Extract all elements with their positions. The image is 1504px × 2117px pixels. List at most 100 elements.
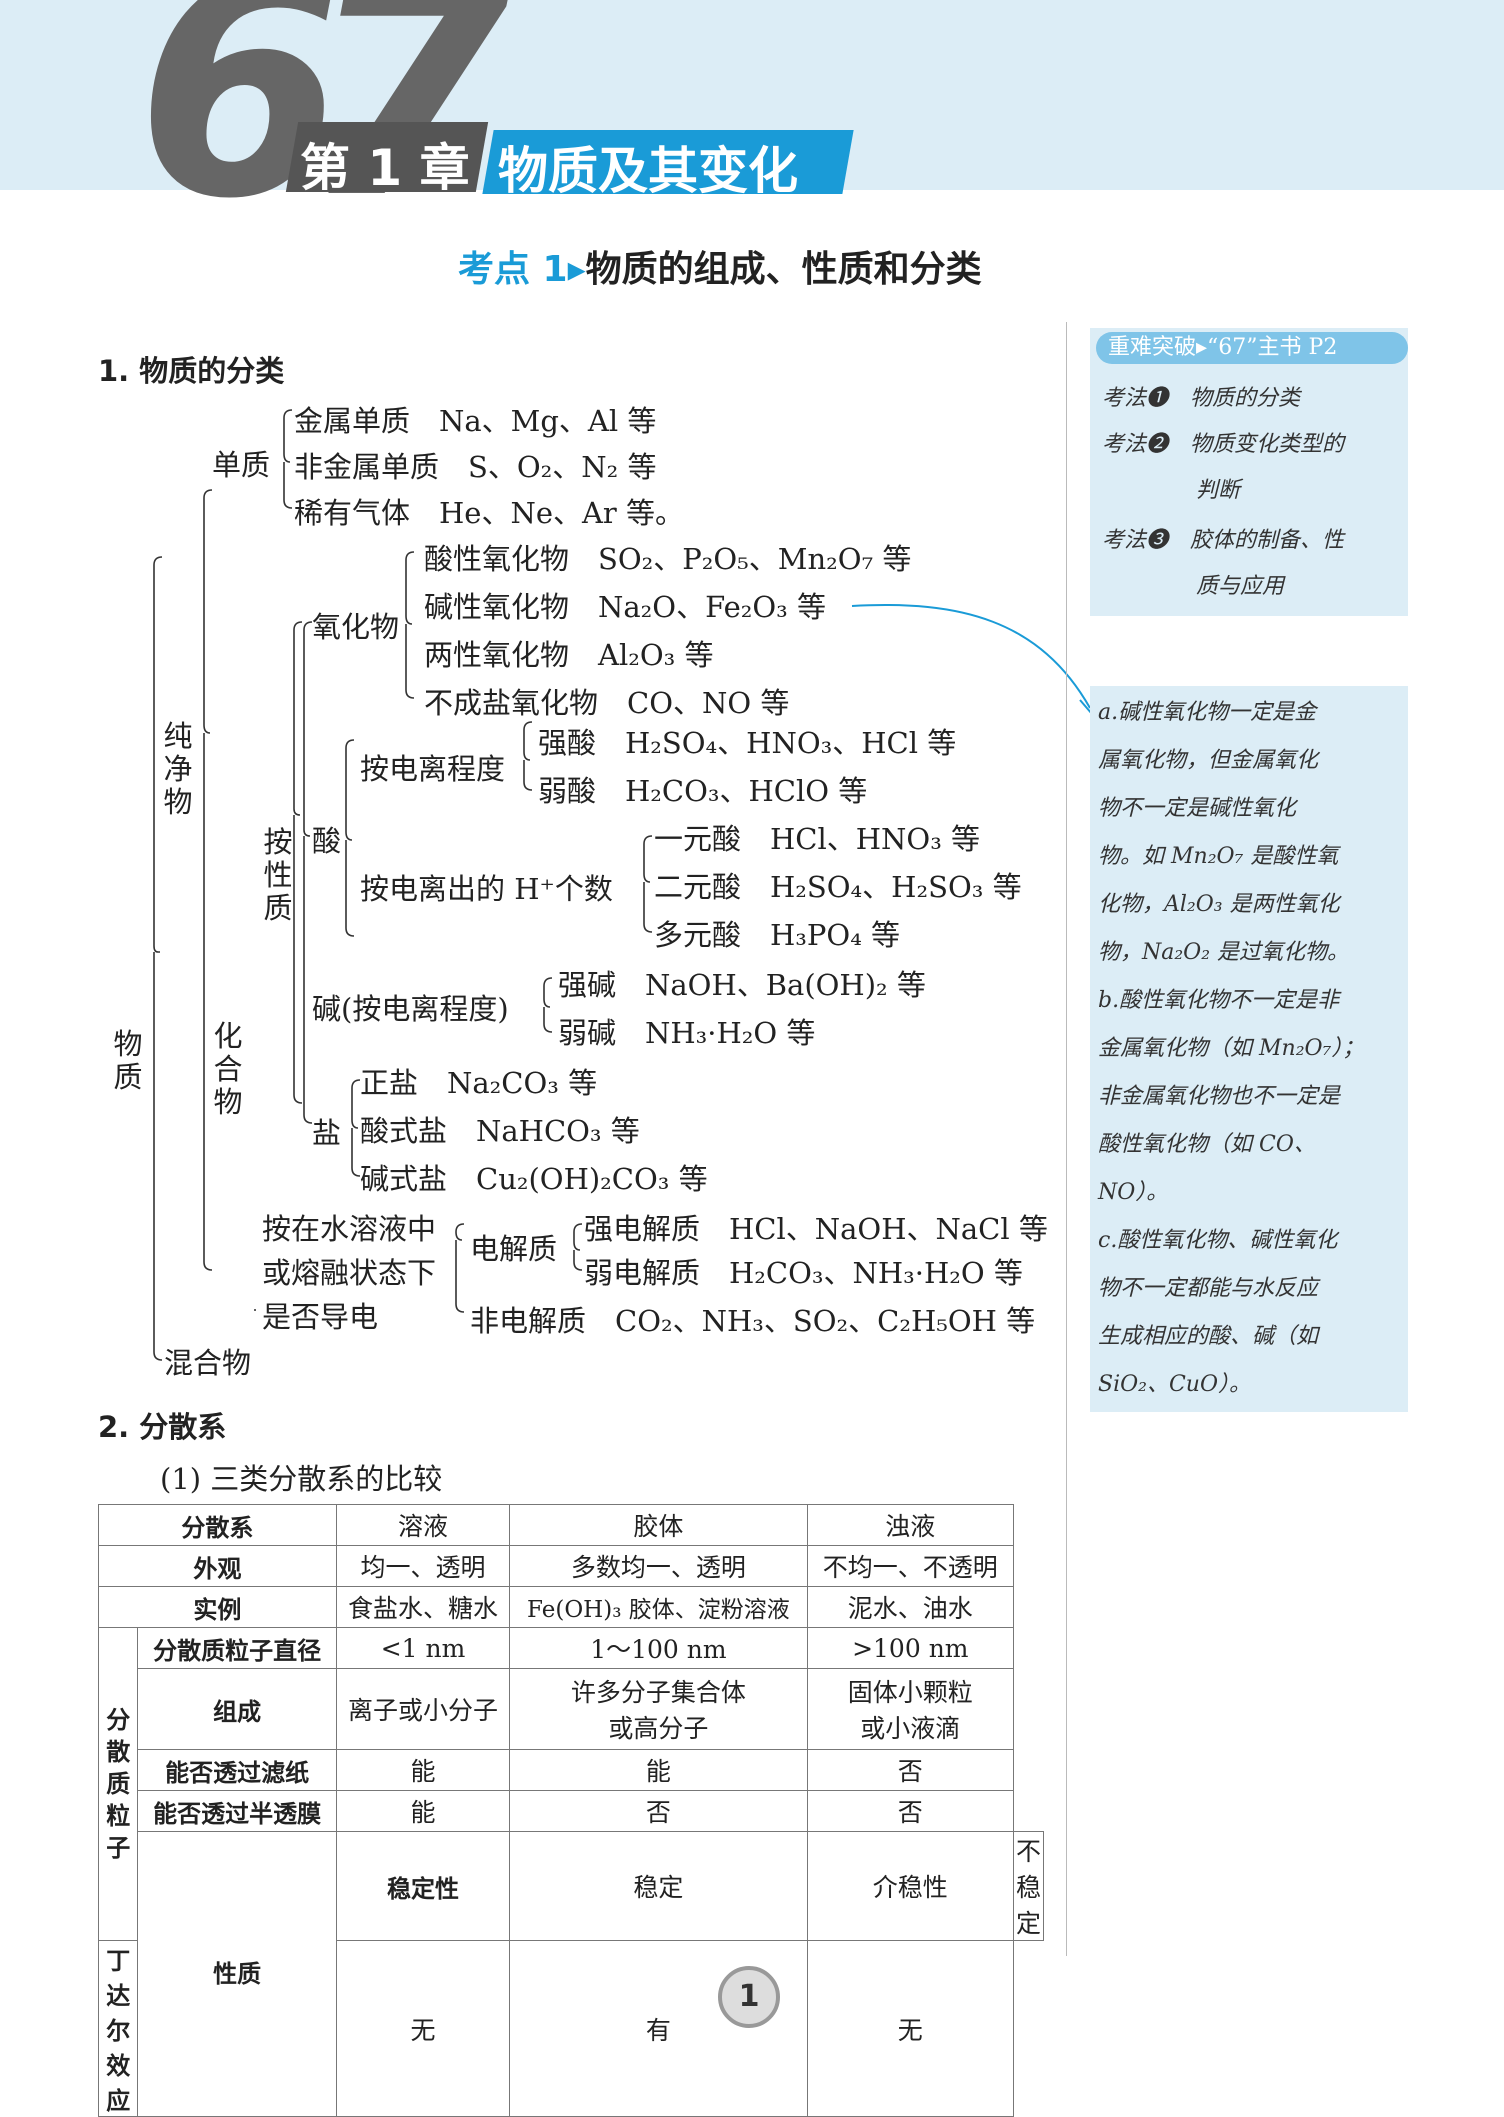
note-line: a.碱性氧化物一定是金 xyxy=(1098,700,1317,725)
table-header-cell: 胶体 xyxy=(509,1504,808,1546)
table-cell: 能 xyxy=(335,1790,511,1832)
table-row: 分散质粒子 分散质粒子直径 <1 nm 1～100 nm >100 nm xyxy=(97,1627,1044,1941)
base-item: 弱碱 NH₃·H₂O 等 xyxy=(558,1016,816,1050)
sidebar-method-cont: 质与应用 xyxy=(1196,574,1285,599)
table-row: 组成 离子或小分子 许多分子集合体或高分子 固体小颗粒或小液滴 xyxy=(99,1668,1044,1750)
table-cell: 能 xyxy=(335,1749,511,1791)
part1-title: 1. 物质的分类 xyxy=(98,354,285,388)
conductivity-label-line: 或熔融状态下 xyxy=(262,1256,437,1290)
table-cell: 离子或小分子 xyxy=(335,1668,511,1750)
row-label: 实例 xyxy=(98,1586,337,1628)
row-label: 能否透过半透膜 xyxy=(137,1790,337,1832)
part2-subtitle: (1) 三类分散系的比较 xyxy=(160,1462,443,1496)
note-line: 属氧化物，但金属氧化 xyxy=(1098,748,1319,773)
sidebar-note-panel xyxy=(1090,686,1408,1412)
note-line: 物不一定都能与水反应 xyxy=(1098,1276,1319,1301)
oxide-item: 碱性氧化物 Na₂O、Fe₂O₃ 等 xyxy=(424,590,827,624)
section-label: 考点 1 xyxy=(458,249,568,290)
chapter-title: 物质及其变化 xyxy=(498,142,798,200)
salt-item: 正盐 Na₂CO₃ 等 xyxy=(360,1066,598,1100)
table-cell: 许多分子集合体或高分子 xyxy=(509,1668,808,1750)
electrolyte-item: 强电解质 HCl、NaOH、NaCl 等 xyxy=(584,1212,1048,1246)
acid-basicity-item: 多元酸 H₃PO₄ 等 xyxy=(654,918,901,952)
acid-strength-item: 弱酸 H₂CO₃、HClO 等 xyxy=(538,774,868,808)
note-line: 化物，Al₂O₃ 是两性氧化 xyxy=(1098,892,1340,917)
table-cell: 稳定 xyxy=(509,1831,808,1941)
base-label: 碱(按电离程度) xyxy=(312,992,509,1026)
table-header-cell: 浊液 xyxy=(806,1504,1014,1546)
elemental-item: 金属单质 Na、Mg、Al 等 xyxy=(294,404,657,438)
table-cell: 食盐水、糖水 xyxy=(335,1586,511,1628)
sidebar-method: 考法❷ 物质变化类型的 xyxy=(1102,432,1345,457)
row-label: 外观 xyxy=(98,1545,337,1587)
table-cell: 固体小颗粒或小液滴 xyxy=(806,1668,1014,1750)
note-line: 非金属氧化物也不一定是 xyxy=(1098,1084,1341,1109)
table-header-cell: 溶液 xyxy=(335,1504,511,1546)
non-electrolyte: 非电解质 CO₂、NH₃、SO₂、C₂H₅OH 等 xyxy=(470,1304,1036,1338)
note-line: 生成相应的酸、碱（如 xyxy=(1098,1324,1319,1349)
table-header-cell: 分散系 xyxy=(98,1504,337,1546)
salt-item: 酸式盐 NaHCO₃ 等 xyxy=(360,1114,640,1148)
acid-by-h-count: 按电离出的 H⁺个数 xyxy=(360,872,613,906)
chapter-number: 第 1 章 xyxy=(300,139,470,197)
row-label: 稳定性 xyxy=(335,1831,511,1941)
section-arrow-icon: ▸ xyxy=(567,249,586,290)
sidebar-method-cont: 判断 xyxy=(1196,478,1241,503)
elemental-item: 稀有气体 He、Ne、Ar 等。 xyxy=(294,496,685,530)
acid-by-ionization: 按电离程度 xyxy=(360,752,506,786)
elemental-substance: 单质 xyxy=(212,448,271,482)
note-line: 酸性氧化物（如 CO、 xyxy=(1098,1132,1316,1157)
table-cell: <1 nm xyxy=(335,1627,511,1669)
row-label: 组成 xyxy=(137,1668,337,1750)
group-label-particle: 分散质粒子 xyxy=(97,1627,139,1941)
sidebar-methods-panel xyxy=(1090,328,1408,616)
column-divider xyxy=(1066,322,1067,1956)
note-line: 金属氧化物（如 Mn₂O₇）； xyxy=(1098,1036,1365,1061)
note-line: SiO₂、CuO）。 xyxy=(1098,1372,1252,1397)
row-label: 丁达尔效应 xyxy=(97,1940,139,2117)
compound: 化合物 xyxy=(213,1019,243,1119)
by-property: 按性质 xyxy=(263,825,293,925)
group-label-property: 性质 xyxy=(137,1831,337,2117)
oxide-item: 酸性氧化物 SO₂、P₂O₅、Mn₂O₇ 等 xyxy=(424,542,912,576)
dispersion-comparison-table: 分散系 溶液 胶体 浊液 外观 均一、透明 多数均一、透明 不均一、不透明 实例… xyxy=(97,1504,1045,2117)
table-cell: 无 xyxy=(806,1940,1014,2117)
table-cell: 有 xyxy=(509,1940,808,2117)
acid-strength-item: 强酸 H₂SO₄、HNO₃、HCl 等 xyxy=(538,726,957,760)
salt-label: 盐 xyxy=(312,1116,342,1150)
table-row: 性质 稳定性 稳定 介稳性 不稳定 xyxy=(99,1831,1045,2117)
section-text: 物质的组成、性质和分类 xyxy=(585,249,982,290)
mixture: 混合物 xyxy=(164,1346,252,1380)
electrolyte-label: 电解质 xyxy=(470,1232,558,1266)
row-label: 分散质粒子直径 xyxy=(137,1627,337,1669)
note-line: NO）。 xyxy=(1098,1180,1169,1205)
table-row: 能否透过半透膜 能 否 否 xyxy=(99,1790,1044,1832)
oxide-item: 两性氧化物 Al₂O₃ 等 xyxy=(424,638,714,672)
table-row: 外观 均一、透明 多数均一、透明 不均一、不透明 xyxy=(98,1545,1044,1587)
sidebar-header: 重难突破▸“67”主书 P2 xyxy=(1096,332,1408,364)
sidebar-method: 考法❸ 胶体的制备、性 xyxy=(1102,528,1345,553)
table-cell: Fe(OH)₃ 胶体、淀粉溶液 xyxy=(509,1586,808,1628)
table-cell: 多数均一、透明 xyxy=(509,1545,808,1587)
note-line: 物。如 Mn₂O₇ 是酸性氧 xyxy=(1098,844,1339,869)
acid-basicity-item: 一元酸 HCl、HNO₃ 等 xyxy=(654,822,981,856)
table-cell: 均一、透明 xyxy=(335,1545,511,1587)
table-cell: 否 xyxy=(806,1749,1014,1791)
table-cell: 能 xyxy=(509,1749,808,1791)
base-item: 强碱 NaOH、Ba(OH)₂ 等 xyxy=(558,968,926,1002)
pure-substance: 纯净物 xyxy=(163,719,193,819)
part2-title: 2. 分散系 xyxy=(98,1410,227,1444)
root-matter: 物质 xyxy=(113,1027,143,1094)
table-cell: 介稳性 xyxy=(806,1831,1014,1941)
salt-item: 碱式盐 Cu₂(OH)₂CO₃ 等 xyxy=(360,1162,708,1196)
electrolyte-item: 弱电解质 H₂CO₃、NH₃·H₂O 等 xyxy=(584,1256,1023,1290)
table-row: 实例 食盐水、糖水 Fe(OH)₃ 胶体、淀粉溶液 泥水、油水 xyxy=(98,1586,1044,1628)
note-line: b.酸性氧化物不一定是非 xyxy=(1098,988,1340,1013)
acid-label: 酸 xyxy=(312,824,342,858)
oxide-label: 氧化物 xyxy=(312,610,400,644)
row-label: 能否透过滤纸 xyxy=(137,1749,337,1791)
page-number: 1 xyxy=(718,1966,780,2028)
table-cell: 不稳定 xyxy=(1012,1831,1045,1941)
table-cell: 1～100 nm xyxy=(509,1627,808,1669)
